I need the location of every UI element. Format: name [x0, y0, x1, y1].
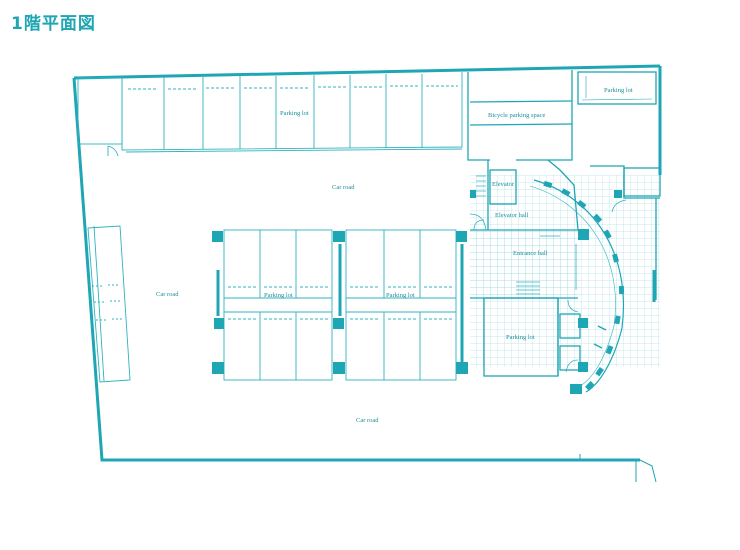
stairs — [476, 175, 540, 295]
label-parking-center-right: Parking lot — [386, 292, 415, 299]
outer-wall-details — [74, 77, 657, 483]
parking-left-column — [87, 225, 131, 383]
bicycle-block — [467, 70, 657, 161]
parking-center-right — [345, 229, 457, 381]
label-bicycle-parking: Bicycle parking space — [488, 112, 546, 119]
core-walls — [470, 159, 661, 377]
label-elevator: Elevator — [492, 181, 515, 188]
parking-top-stops — [128, 85, 458, 90]
outer-walls — [72, 64, 662, 462]
thick-walls — [216, 244, 656, 362]
parking-top-block — [77, 72, 463, 157]
parking-left-stops — [92, 284, 124, 321]
parking-center-left — [223, 229, 333, 381]
tiled-floor — [470, 175, 660, 367]
label-entrance-hall: Entrance hall — [513, 250, 548, 257]
label-parking-center-left: Parking lot — [264, 292, 293, 299]
label-parking-top-right: Parking lot — [604, 87, 633, 94]
label-car-road-bottom: Car road — [356, 417, 379, 424]
page-title: 1階平面図 — [11, 14, 96, 34]
columns — [212, 190, 622, 394]
label-car-road-left: Car road — [156, 291, 179, 298]
doors — [469, 199, 627, 373]
label-parking-top: Parking lot — [280, 110, 309, 117]
label-car-road-top: Car road — [332, 184, 355, 191]
label-parking-right-small: Parking lot — [506, 334, 535, 341]
parking-center-stops — [228, 286, 452, 320]
room-labels: Parking lot Parking lot Bicycle parking … — [156, 87, 633, 424]
label-elevator-hall: Elevator hall — [495, 212, 529, 219]
